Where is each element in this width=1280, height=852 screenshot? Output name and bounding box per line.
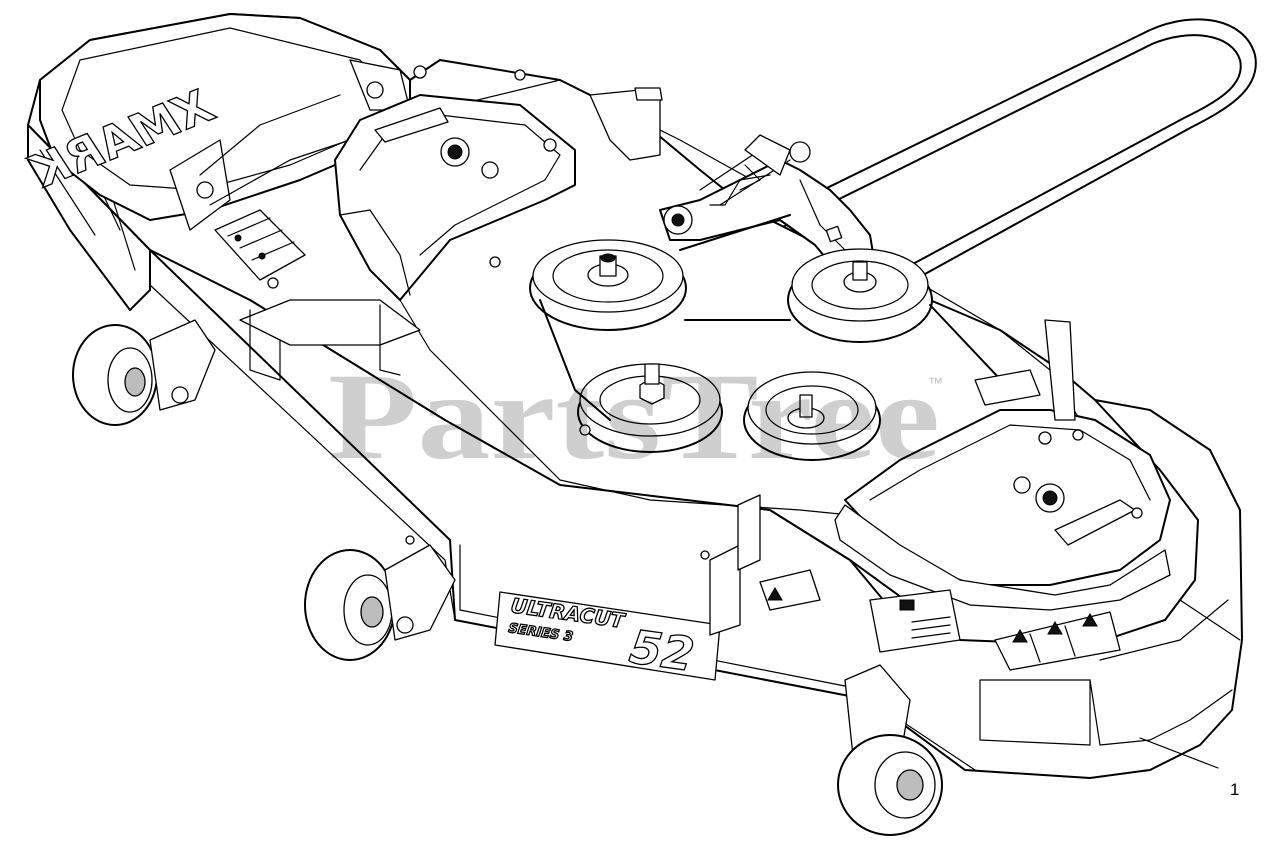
center-pulley-lower [577, 363, 723, 453]
left-deck-bracket [239, 299, 421, 381]
safety-decal-right [994, 611, 1121, 671]
left-belt-cover [334, 94, 576, 301]
callout-1: 1 [1139, 737, 1239, 799]
deck-size-text: 52 [626, 619, 697, 681]
center-pulley-upper [529, 239, 687, 331]
deck-hardware [267, 69, 1084, 560]
watermark-text: PartsTree [328, 348, 940, 485]
right-pulley-lower [743, 371, 881, 461]
model-name-plate: ULTRACUT SERIES 3 52 [494, 591, 721, 682]
right-pulley-upper [787, 248, 933, 343]
drive-belt [689, 18, 1257, 286]
watermark-trademark: ™ [928, 375, 943, 392]
safety-decal-left [214, 209, 306, 281]
callout-label: 1 [1230, 780, 1239, 799]
manual-decal [869, 589, 961, 653]
left-shroud: XMARK [21, 13, 427, 231]
front-deck-brackets [589, 87, 1076, 636]
right-belt-cover [834, 409, 1171, 611]
anti-scalp-wheel-rear-left [72, 319, 216, 426]
warning-decal-center [759, 569, 821, 611]
anti-scalp-wheel-front-left [304, 544, 456, 661]
anti-scalp-wheel-front-right [837, 664, 943, 836]
